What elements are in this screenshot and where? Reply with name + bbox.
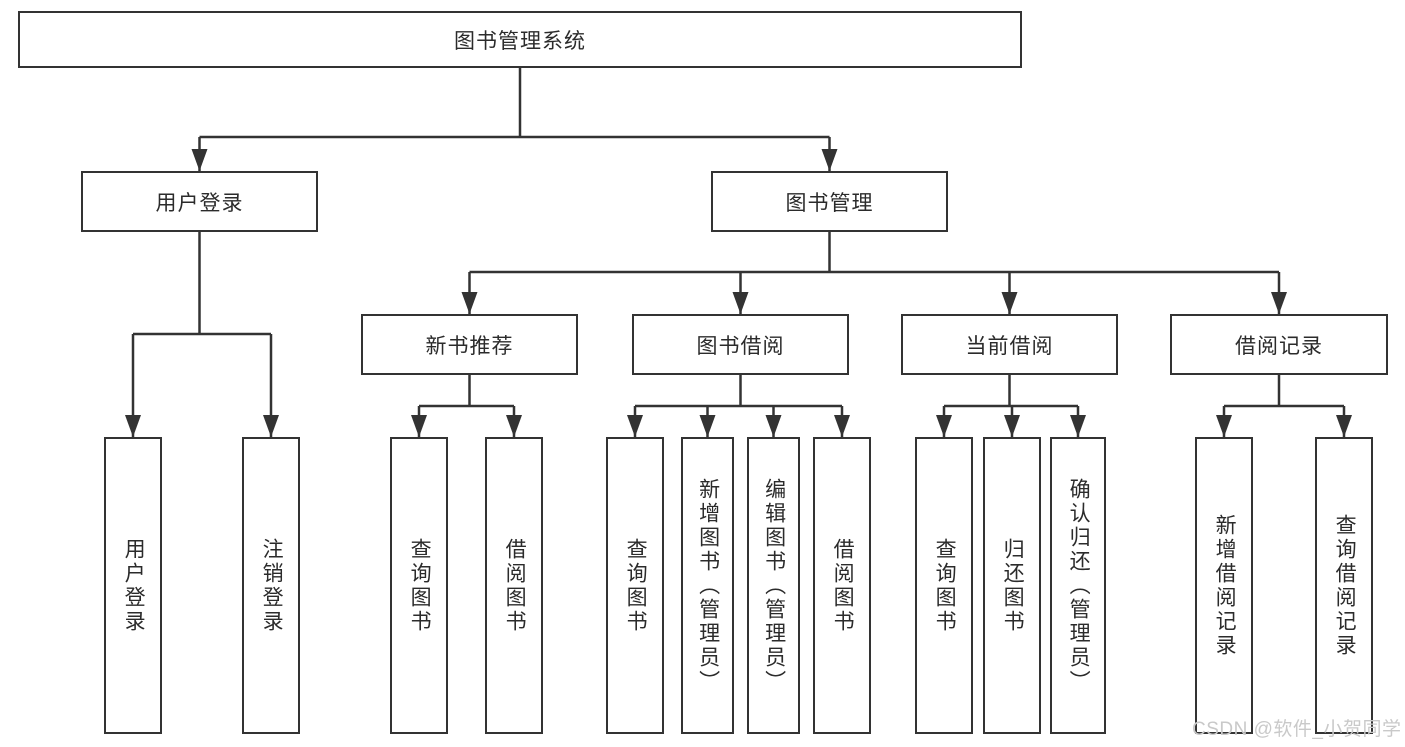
node-l-return[interactable]: 归还图书 bbox=[983, 437, 1041, 734]
node-label: 用户登录 bbox=[122, 537, 146, 634]
node-label: 图书借阅 bbox=[696, 334, 785, 358]
node-label: 查询图书 bbox=[624, 537, 648, 634]
node-l-queryrec[interactable]: 查询借阅记录 bbox=[1315, 437, 1373, 734]
arrow-icon-l-borrow1 bbox=[506, 415, 522, 437]
arrow-icon-l-addrec bbox=[1216, 415, 1232, 437]
arrow-icon-l-edit bbox=[765, 415, 782, 437]
arrow-icon-l-borrow2 bbox=[834, 415, 850, 437]
arrow-icon-l-logout bbox=[263, 415, 279, 437]
node-label: 借阅图书 bbox=[503, 537, 527, 634]
arrow-icon-l-query3 bbox=[936, 415, 952, 437]
arrow-icon-current bbox=[1001, 292, 1018, 314]
arrow-icon-l-confirm bbox=[1070, 415, 1086, 437]
node-l-query2[interactable]: 查询图书 bbox=[606, 437, 664, 734]
node-label: 当前借阅 bbox=[965, 334, 1054, 358]
node-l-borrow1[interactable]: 借阅图书 bbox=[485, 437, 543, 734]
arrow-icon-l-query2 bbox=[627, 415, 643, 437]
node-newbook[interactable]: 新书推荐 bbox=[361, 314, 578, 375]
node-l-addrec[interactable]: 新增借阅记录 bbox=[1195, 437, 1253, 734]
node-label: 查询图书 bbox=[408, 537, 432, 634]
node-l-add[interactable]: 新增图书（管理员） bbox=[681, 437, 734, 734]
arrow-icon-l-login bbox=[125, 415, 141, 437]
arrow-icon-borrow bbox=[732, 292, 749, 314]
node-l-query3[interactable]: 查询图书 bbox=[915, 437, 973, 734]
arrow-icon-l-return bbox=[1004, 415, 1020, 437]
node-label: 确认归还（管理员） bbox=[1067, 477, 1091, 694]
node-l-confirm[interactable]: 确认归还（管理员） bbox=[1050, 437, 1106, 734]
node-label: 新增图书（管理员） bbox=[696, 477, 720, 694]
node-l-logout[interactable]: 注销登录 bbox=[242, 437, 300, 734]
arrow-icon-bookmgmt bbox=[821, 149, 838, 171]
node-l-borrow2[interactable]: 借阅图书 bbox=[813, 437, 871, 734]
node-l-edit[interactable]: 编辑图书（管理员） bbox=[747, 437, 800, 734]
node-login[interactable]: 用户登录 bbox=[81, 171, 318, 232]
node-label: 图书管理 bbox=[785, 191, 874, 215]
node-label: 归还图书 bbox=[1001, 537, 1025, 634]
arrow-icon-login bbox=[191, 149, 208, 171]
node-borrow[interactable]: 图书借阅 bbox=[632, 314, 849, 375]
node-label: 注销登录 bbox=[260, 537, 284, 634]
node-label: 新书推荐 bbox=[425, 334, 514, 358]
node-label: 编辑图书（管理员） bbox=[762, 477, 786, 694]
arrow-icon-newbook bbox=[461, 292, 478, 314]
node-label: 借阅记录 bbox=[1235, 334, 1323, 358]
node-l-query1[interactable]: 查询图书 bbox=[390, 437, 448, 734]
node-label: 查询图书 bbox=[933, 537, 957, 634]
node-label: 新增借阅记录 bbox=[1213, 513, 1237, 658]
node-current[interactable]: 当前借阅 bbox=[901, 314, 1118, 375]
arrow-icon-l-queryrec bbox=[1336, 415, 1352, 437]
node-label: 图书管理系统 bbox=[454, 29, 586, 53]
node-bookmgmt[interactable]: 图书管理 bbox=[711, 171, 948, 232]
node-label: 借阅图书 bbox=[831, 537, 855, 634]
arrow-icon-l-query1 bbox=[411, 415, 427, 437]
node-l-login[interactable]: 用户登录 bbox=[104, 437, 162, 734]
node-label: 用户登录 bbox=[155, 191, 244, 215]
arrow-icon-l-add bbox=[699, 415, 716, 437]
node-records[interactable]: 借阅记录 bbox=[1170, 314, 1388, 375]
node-label: 查询借阅记录 bbox=[1333, 513, 1357, 658]
arrow-icon-records bbox=[1271, 292, 1287, 314]
node-root[interactable]: 图书管理系统 bbox=[18, 11, 1022, 68]
